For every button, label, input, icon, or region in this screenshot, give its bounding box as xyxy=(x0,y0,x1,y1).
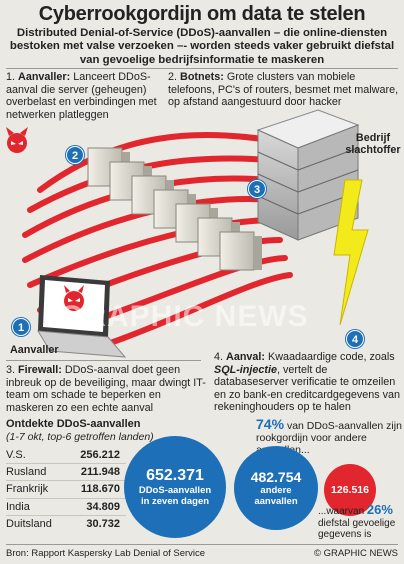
devil-icon xyxy=(6,127,28,153)
divider xyxy=(6,360,201,361)
pct26-value: 26% xyxy=(366,502,393,517)
step-4-label: Aanval: xyxy=(226,351,266,363)
divider xyxy=(6,68,398,69)
step-1-text: 1. Aanvaller: Lanceert DDoS-aanval die s… xyxy=(6,71,157,121)
attacker-label: Aanvaller xyxy=(10,344,59,356)
total-attacks-value: 652.371 xyxy=(146,467,204,484)
step-1-number: 1 xyxy=(6,71,13,83)
step-2-number: 2 xyxy=(168,71,175,83)
page-subtitle: Distributed Denial-of-Service (DDoS)-aan… xyxy=(9,27,395,66)
lightning-bolt xyxy=(333,179,369,326)
step-3-label: Firewall: xyxy=(18,364,62,376)
marker-3: 3 xyxy=(248,180,266,198)
pct26-prefix: ...waarvan xyxy=(318,506,365,517)
attacker-laptop xyxy=(37,275,127,358)
source-note: Bron: Rapport Kaspersky Lab Denial of Se… xyxy=(6,548,206,559)
total-attacks-label: DDoS-aanvallen in zeven dagen xyxy=(138,485,212,507)
footer: Bron: Rapport Kaspersky Lab Denial of Se… xyxy=(6,548,398,559)
credit: © GRAPHIC NEWS xyxy=(313,548,398,559)
other-attacks-value: 482.754 xyxy=(250,469,302,485)
ddos-illustration xyxy=(6,109,369,358)
detected-subheading: (1-7 okt, top-6 getroffen landen) xyxy=(6,431,154,443)
step-2-text: 2. Botnets: Grote clusters van mobiele t… xyxy=(168,71,399,108)
botnet-computers xyxy=(87,147,262,271)
step-4-text: 4. Aanval: Kwaadaardige code, zoals SQL-… xyxy=(214,351,401,414)
data-theft-value: 126.516 xyxy=(331,484,369,496)
step-3-number: 3 xyxy=(6,364,13,376)
step-4-highlight: SQL-injectie xyxy=(214,363,277,376)
detected-heading: Ontdekte DDoS-aanvallen xyxy=(6,418,141,430)
step-1-label: Aanvaller: xyxy=(18,71,71,83)
pct74-value: 74% xyxy=(256,416,285,432)
divider xyxy=(6,544,398,545)
other-attacks-bubble: 482.754 andere aanvallen xyxy=(234,446,318,530)
page-title: Cyberrookgordijn om data te stelen xyxy=(38,3,366,25)
marker-1: 1 xyxy=(12,318,30,336)
watermark: GRAPHIC NEWS xyxy=(60,300,309,333)
other-attacks-label: andere aanvallen xyxy=(254,485,298,507)
step-2-description: Grote clusters van mobiele telefoons, PC… xyxy=(168,71,399,108)
pct26-text: diefstal gevoelige gegevens is xyxy=(318,517,396,541)
data-theft-bubble: 126.516 xyxy=(324,464,376,516)
step-4-number: 4 xyxy=(214,351,221,363)
pct26-note: ...waarvan 26% diefstal gevoelige gegeve… xyxy=(318,502,402,541)
marker-4: 4 xyxy=(346,330,364,348)
step-3-description: DDoS-aanval doet geen inbreuk op de beve… xyxy=(6,364,206,414)
total-attacks-bubble: 652.371 DDoS-aanvallen in zeven dagen xyxy=(124,436,226,538)
step-3-text: 3. Firewall: DDoS-aanval doet geen inbre… xyxy=(6,364,206,414)
step-1-description: Lanceert DDoS-aanval die server (geheuge… xyxy=(6,71,157,121)
marker-2: 2 xyxy=(66,146,84,164)
step-4-description-b: , vertelt de databaseserver verificatie … xyxy=(214,363,401,414)
step-4-description-a: Kwaadaardige code, zoals xyxy=(268,351,395,363)
table-row: V.S.256.212 xyxy=(6,447,126,465)
step-2-label: Botnets: xyxy=(180,71,224,83)
victim-label: Bedrijf slachtoffer xyxy=(345,132,401,156)
